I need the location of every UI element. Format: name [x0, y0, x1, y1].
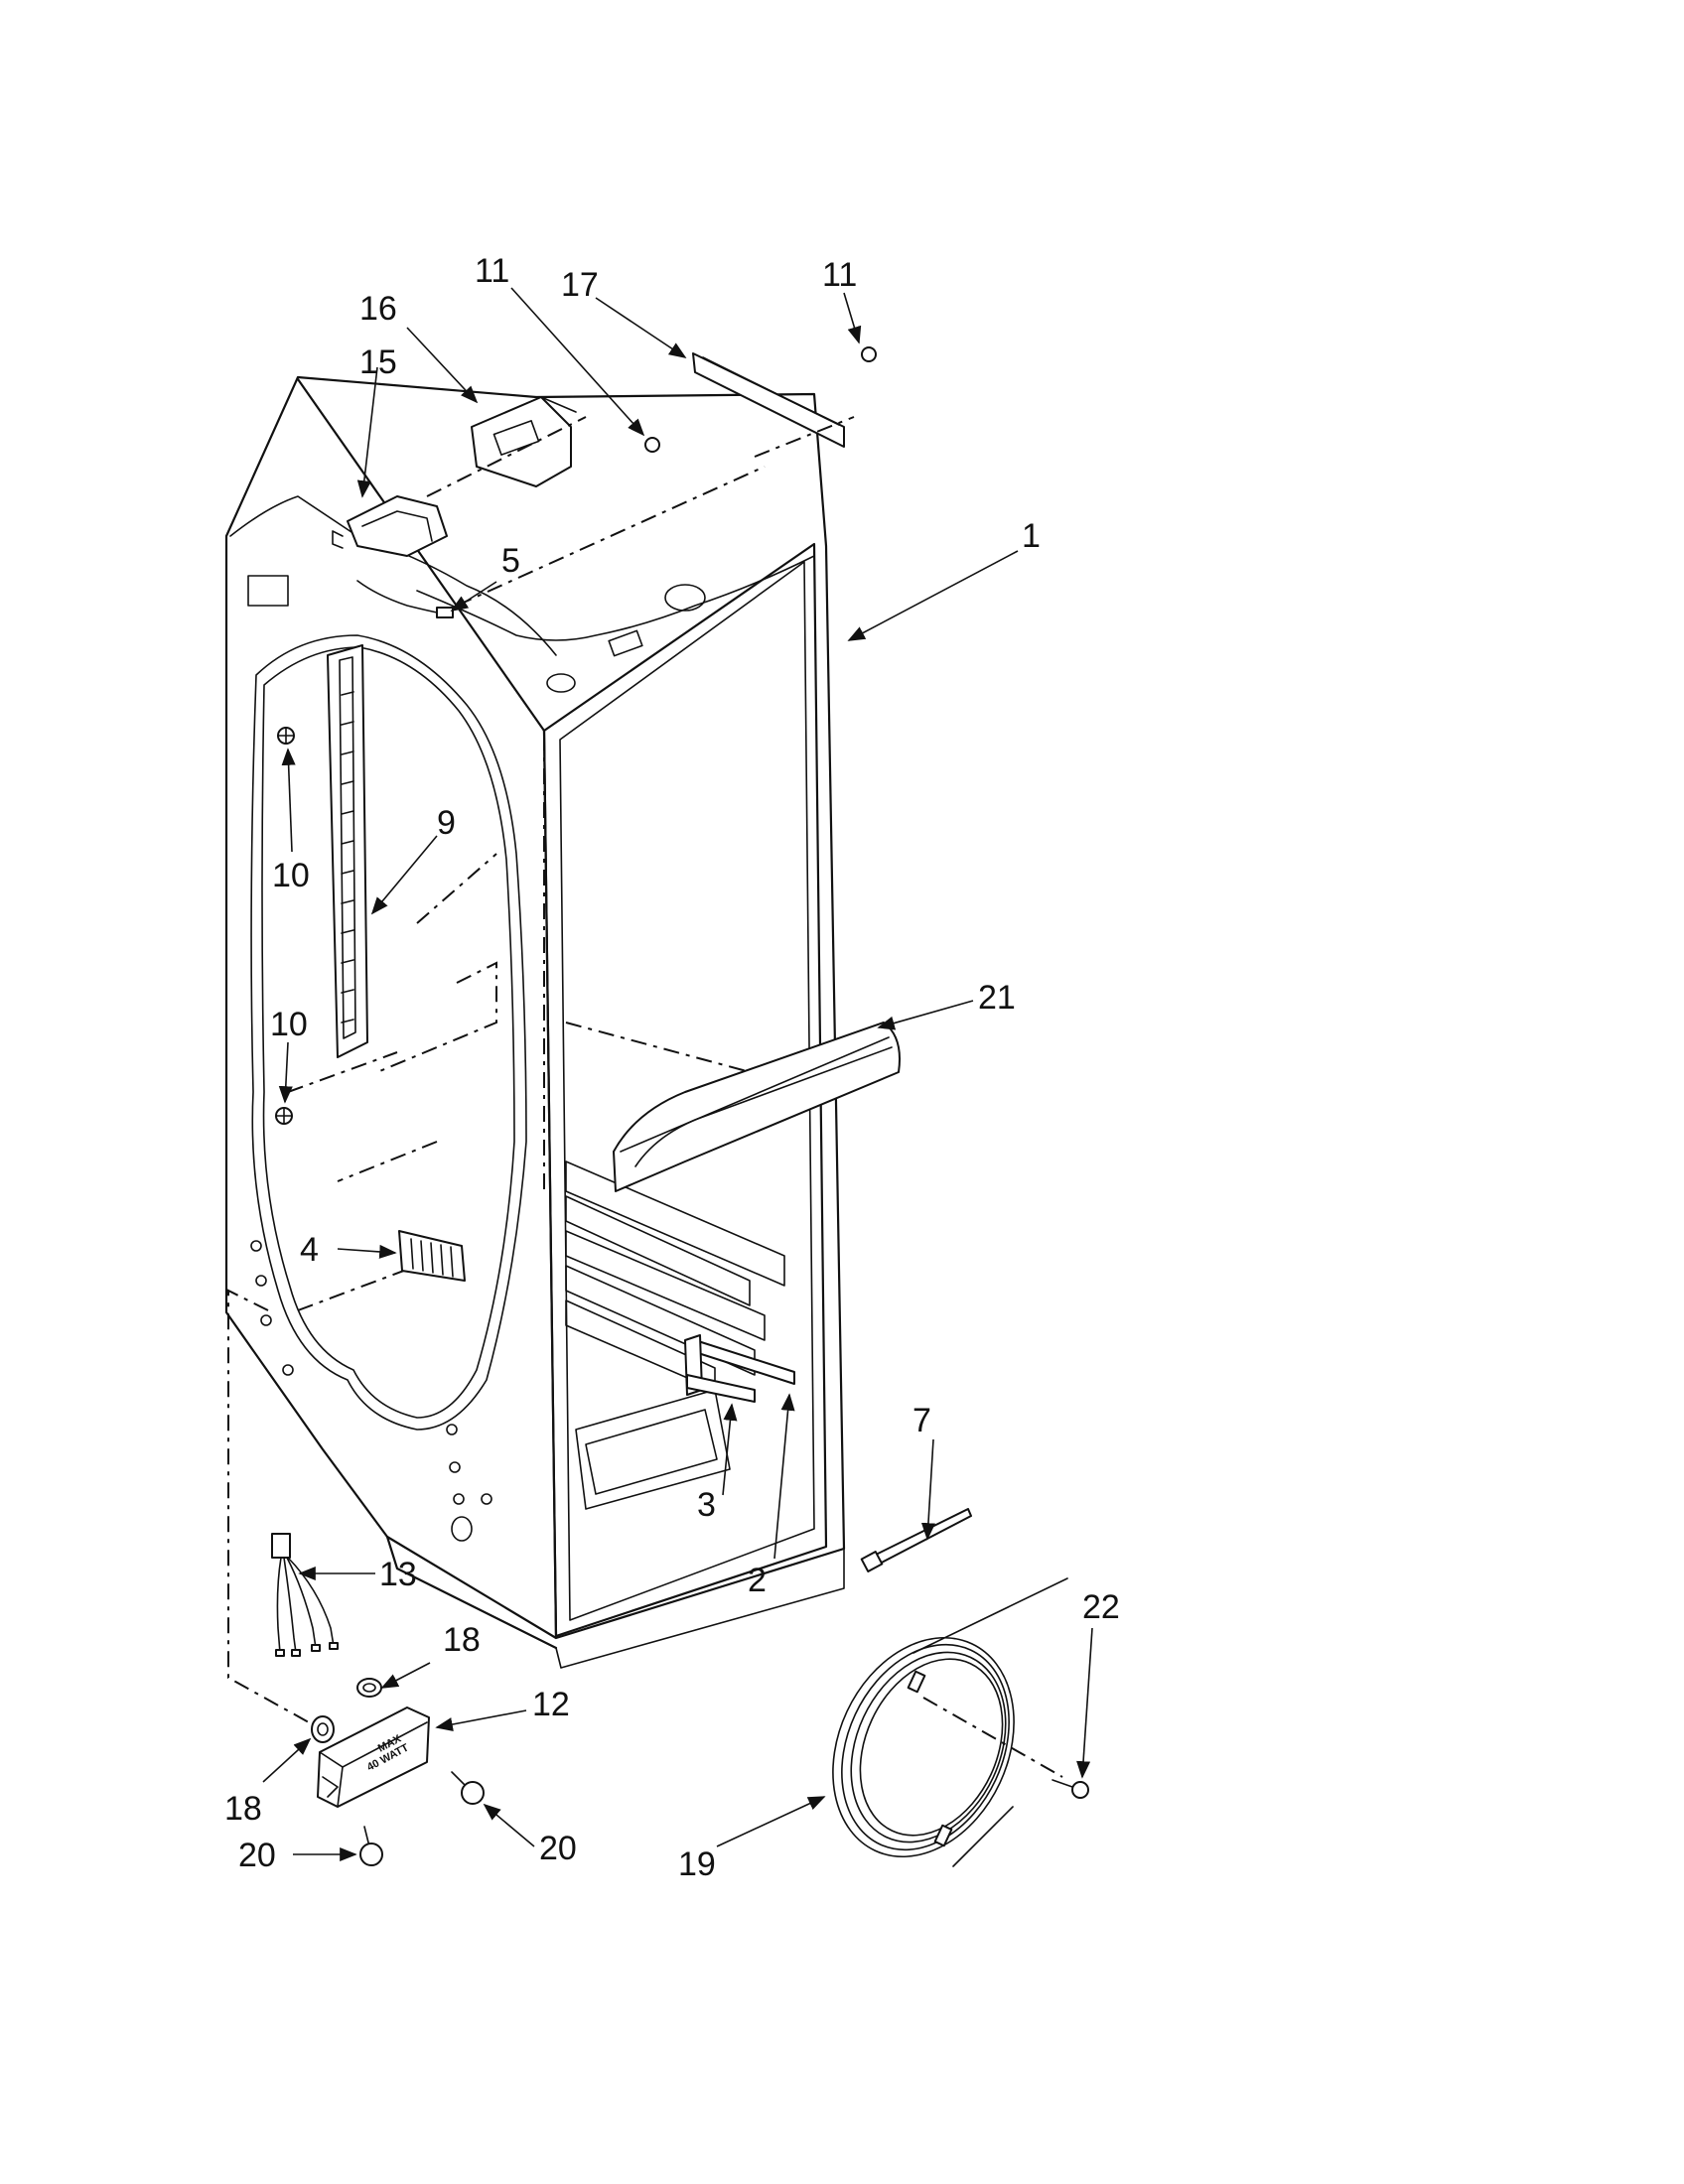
callout-20-left: 20: [238, 1837, 276, 1874]
callout-19: 19: [678, 1845, 716, 1883]
callout-15: 15: [359, 343, 397, 381]
callout-leaders: [262, 287, 1093, 1862]
callout-18-lower: 18: [224, 1790, 262, 1828]
callout-21: 21: [978, 979, 1016, 1017]
lamp-screw-left: [359, 1826, 383, 1866]
callout-11-right: 11: [822, 256, 857, 294]
lamp-housing: MAX 40 WATT: [317, 1706, 430, 1808]
callout-18-upper: 18: [443, 1621, 481, 1659]
cabinet-liner: [224, 375, 846, 1728]
air-vent: [398, 1230, 466, 1282]
wire-tie: [860, 1508, 972, 1572]
callout-10-lower: 10: [270, 1006, 308, 1043]
callout-9: 9: [437, 804, 456, 842]
callout-10-upper: 10: [272, 857, 310, 894]
callout-12: 12: [532, 1686, 570, 1723]
callout-labels: 1 2 3 4 5 7 9 10 10 11 11 12 13 15 16 17…: [224, 252, 1120, 1883]
callout-4: 4: [300, 1231, 319, 1269]
callout-20-right: 20: [539, 1830, 577, 1867]
callout-17: 17: [561, 266, 599, 304]
lamp-clip-upper: [356, 1678, 382, 1698]
water-tubing-coil: [832, 1577, 1068, 1867]
screw-lower: [275, 1107, 293, 1125]
light-socket-harness: [271, 1533, 339, 1657]
callout-3: 3: [697, 1486, 716, 1524]
screw-top-left: [644, 437, 660, 453]
control-housing: [332, 495, 448, 557]
callout-16: 16: [359, 290, 397, 328]
shelf-support-rail: [327, 644, 368, 1058]
callout-5: 5: [501, 542, 520, 580]
callout-7: 7: [912, 1402, 931, 1439]
bracket-2: [694, 1339, 795, 1385]
callout-11-left: 11: [475, 252, 509, 290]
control-mounting-bracket: [471, 396, 577, 487]
tubing-clamp-screw: [1052, 1779, 1089, 1799]
callout-22: 22: [1082, 1588, 1120, 1626]
wire-harness-connector: [356, 580, 454, 618]
screw-top-right: [861, 346, 877, 362]
callout-2: 2: [748, 1562, 767, 1599]
lamp-clip-lower: [311, 1715, 335, 1743]
bracket-3: [684, 1334, 756, 1403]
lamp-screw-right: [451, 1771, 485, 1805]
callout-1: 1: [1022, 517, 1041, 555]
top-hinge-trim: [692, 352, 845, 448]
screw-upper: [277, 727, 295, 745]
callout-13: 13: [379, 1556, 417, 1593]
